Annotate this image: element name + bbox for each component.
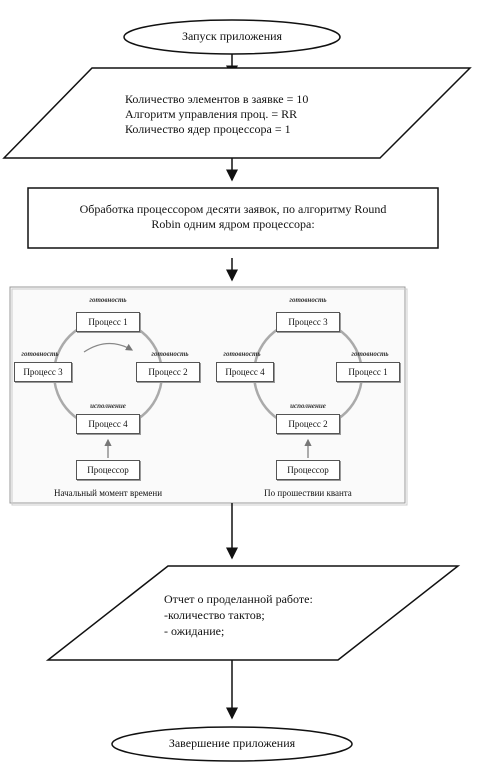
right-top-state-label: готовность <box>289 296 327 304</box>
input-line-3: Количество ядер процессора = 1 <box>125 122 291 136</box>
input-parallelogram <box>2 67 472 159</box>
report-line-1: Отчет о проделанной работе: <box>164 592 313 606</box>
right-bottom-state-label: исполнение <box>290 402 326 410</box>
right-caption: По прошествии кванта <box>264 488 352 498</box>
report-line-2: -количество тактов; <box>164 608 265 622</box>
left-caption: Начальный момент времени <box>53 488 163 498</box>
left-process-bottom: Процесс 4 <box>76 414 140 434</box>
right-right-state-label: готовность <box>351 350 389 358</box>
left-cpu-box: Процессор <box>76 460 140 480</box>
left-left-state-label: готовность <box>21 350 59 358</box>
right-cpu-box: Процессор <box>276 460 340 480</box>
illustration-frame <box>9 286 406 504</box>
input-line-1: Количество элементов в заявке = 10 <box>125 92 309 106</box>
left-top-state-label: готовность <box>89 296 127 304</box>
left-process-right: Процесс 2 <box>136 362 200 382</box>
input-line-2: Алгоритм управления проц. = RR <box>125 107 298 121</box>
right-process-right: Процесс 1 <box>336 362 400 382</box>
end-terminator <box>111 726 353 762</box>
right-process-left: Процесс 4 <box>216 362 274 382</box>
left-cycle-arrow <box>83 342 134 353</box>
report-parallelogram <box>45 565 461 661</box>
left-right-state-label: готовность <box>151 350 189 358</box>
left-bottom-state-label: исполнение <box>90 402 126 410</box>
process-rect <box>27 187 439 249</box>
report-line-3: - ожидание; <box>164 624 225 638</box>
left-process-top: Процесс 1 <box>76 312 140 332</box>
end-label: Завершение приложения <box>168 736 296 750</box>
left-process-left: Процесс 3 <box>14 362 72 382</box>
process-line-2: Robin одним ядром процессора: <box>151 217 315 231</box>
start-label: Запуск приложения <box>181 29 283 43</box>
right-process-top: Процесс 3 <box>276 312 340 332</box>
right-process-bottom: Процесс 2 <box>276 414 340 434</box>
process-line-1: Обработка процессором десяти заявок, по … <box>79 202 387 216</box>
right-left-state-label: готовность <box>223 350 261 358</box>
